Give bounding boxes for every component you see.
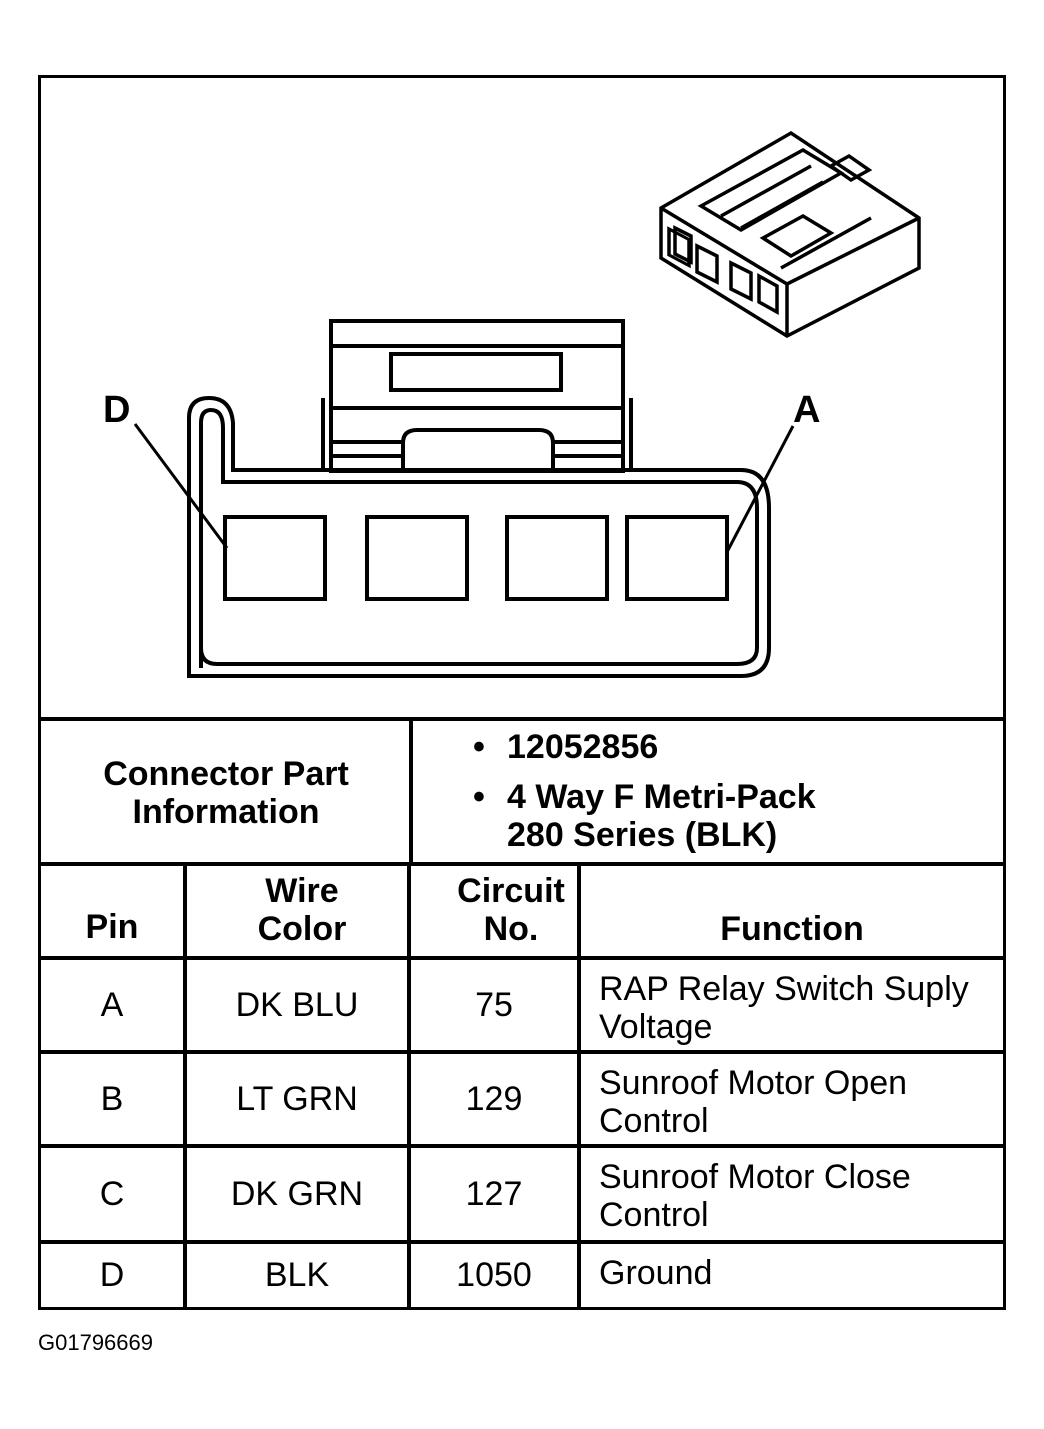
table-cell-circuit: 129 xyxy=(465,1079,523,1118)
connector-info-list: • 12052856 • 4 Way F Metri-Pack 280 Seri… xyxy=(473,728,867,854)
rule xyxy=(41,1050,1003,1054)
part-number: 12052856 xyxy=(507,728,659,766)
rule xyxy=(41,717,1003,721)
rule xyxy=(41,956,1003,960)
cavity-b xyxy=(505,515,609,601)
table-cell-pin: D xyxy=(99,1255,125,1294)
connector-info-item: • 12052856 xyxy=(473,728,867,766)
rule xyxy=(407,862,411,1310)
rule xyxy=(41,1144,1003,1148)
table-cell-wire-color: LT GRN xyxy=(236,1079,358,1118)
table-cell-circuit: 127 xyxy=(465,1174,523,1213)
rule xyxy=(41,1240,1003,1244)
table-cell-wire-color: DK GRN xyxy=(230,1174,364,1213)
table-cell-wire-color: BLK xyxy=(264,1255,330,1294)
table-cell-function: RAP Relay Switch Suply Voltage xyxy=(599,970,969,1046)
bullet-icon: • xyxy=(473,778,485,816)
rule xyxy=(577,862,581,1310)
table-cell-circuit: 75 xyxy=(475,985,513,1024)
rule xyxy=(409,717,413,864)
rule xyxy=(183,862,187,1310)
header-circuit-no: Circuit No. xyxy=(457,872,565,948)
table-cell-circuit: 1050 xyxy=(456,1255,532,1294)
pin-label-a: A xyxy=(793,389,820,431)
cavity-c xyxy=(365,515,469,601)
table-cell-function: Ground xyxy=(599,1254,713,1292)
table-cell-pin: B xyxy=(100,1079,124,1118)
connector-face xyxy=(187,319,771,678)
table-cell-wire-color: DK BLU xyxy=(235,985,359,1024)
table-cell-function: Sunroof Motor Close Control xyxy=(599,1158,911,1234)
cavity-d xyxy=(223,515,327,601)
pin-label-d: D xyxy=(103,389,130,431)
header-pin: Pin xyxy=(85,908,139,946)
header-function: Function xyxy=(720,910,864,948)
table-cell-function: Sunroof Motor Open Control xyxy=(599,1064,908,1140)
leader-lines xyxy=(133,423,795,553)
table-cell-pin: C xyxy=(99,1174,125,1213)
header-wire-color: Wire Color xyxy=(257,872,347,948)
diagram-frame: D A Connector Part Informati xyxy=(38,75,1006,1310)
connector-info-title: Connector Part Information xyxy=(103,754,349,831)
table-cell-pin: A xyxy=(100,985,124,1024)
cavity-a xyxy=(625,515,729,601)
rule xyxy=(41,862,1003,866)
connector-drawing: D A xyxy=(103,130,921,678)
bullet-icon: • xyxy=(473,728,485,766)
connector-info-item: • 4 Way F Metri-Pack 280 Series (BLK) xyxy=(473,778,867,854)
connector-isometric-illustration xyxy=(659,130,921,339)
terminal-cavities xyxy=(223,515,729,601)
figure-code: G01796669 xyxy=(38,1330,153,1355)
connector-description: 4 Way F Metri-Pack 280 Series (BLK) xyxy=(507,778,816,854)
